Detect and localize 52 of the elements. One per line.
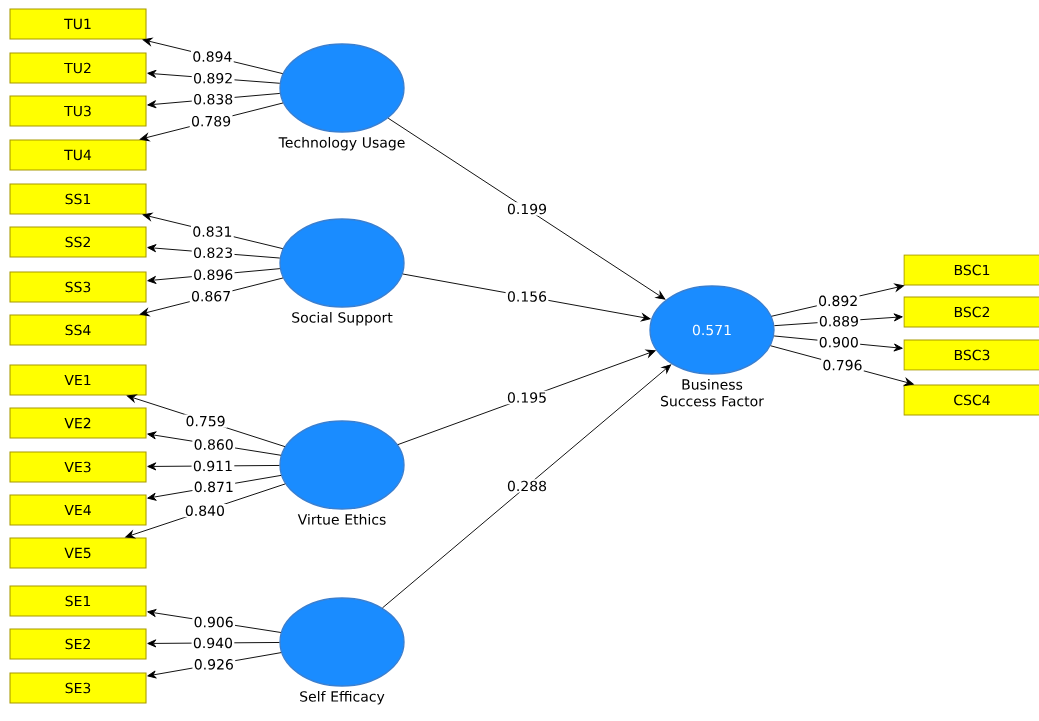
indicator-box: TU2 <box>9 52 147 84</box>
arrow <box>382 364 672 609</box>
edge-label: 0.860 <box>192 437 236 452</box>
indicator-box: SS1 <box>9 183 147 215</box>
edge-label: 0.831 <box>191 224 234 239</box>
edge-label: 0.892 <box>191 71 235 85</box>
node-label: Virtue Ethics <box>297 513 386 525</box>
arrow <box>387 117 666 300</box>
indicator-box: TU4 <box>9 139 147 171</box>
edge-label: 0.195 <box>505 390 549 405</box>
indicator-box: CSC4 <box>903 384 1039 416</box>
indicator-box: BSC1 <box>903 254 1039 286</box>
indicator-box: SE2 <box>9 628 147 660</box>
indicator-box: BSC2 <box>903 296 1039 328</box>
indicator-box: BSC3 <box>903 339 1039 371</box>
edge-label: 0.896 <box>191 268 235 282</box>
edge-label: 0.867 <box>189 289 233 303</box>
node-label: Technology Usage <box>278 136 405 151</box>
indicator-box: VE4 <box>9 494 147 526</box>
indicator-box: VE1 <box>9 364 147 396</box>
edge-label: 0.911 <box>191 459 235 473</box>
indicator-box: VE5 <box>9 537 147 569</box>
edge-label: 0.892 <box>816 294 860 308</box>
edge-label: 0.759 <box>184 414 227 428</box>
indicator-box: SS4 <box>9 314 147 346</box>
edge-label: 0.926 <box>192 657 236 671</box>
indicator-box: SE3 <box>9 672 147 704</box>
edge-label: 0.940 <box>191 636 235 650</box>
indicator-box: SE1 <box>9 585 147 617</box>
arrow <box>397 349 656 446</box>
edge-label: 0.871 <box>192 480 236 494</box>
edge-label: 0.906 <box>192 615 236 629</box>
edge-label: 0.288 <box>505 479 549 493</box>
indicator-box: TU1 <box>9 8 147 40</box>
indicator-box: VE3 <box>9 451 147 483</box>
edge-label: 0.823 <box>191 246 235 260</box>
node-label: Business Success Factor <box>660 378 764 407</box>
edge-label: 0.789 <box>189 114 233 128</box>
edge-label: 0.838 <box>191 92 235 106</box>
node-label: Self Efficacy <box>300 690 385 705</box>
indicator-box: SS3 <box>9 271 147 303</box>
edge-label: 0.889 <box>817 314 861 328</box>
indicator-box: VE2 <box>9 407 147 439</box>
edge-label: 0.156 <box>505 289 549 304</box>
indicator-box: TU3 <box>9 95 147 127</box>
node-label: Social Support <box>292 311 393 326</box>
edge-label: 0.900 <box>817 335 861 349</box>
edge-label: 0.840 <box>183 504 227 518</box>
indicator-box: SS2 <box>9 226 147 258</box>
edge-label: 0.796 <box>821 358 864 372</box>
edge-label: 0.199 <box>505 202 549 216</box>
edge-label: 0.894 <box>191 49 234 64</box>
